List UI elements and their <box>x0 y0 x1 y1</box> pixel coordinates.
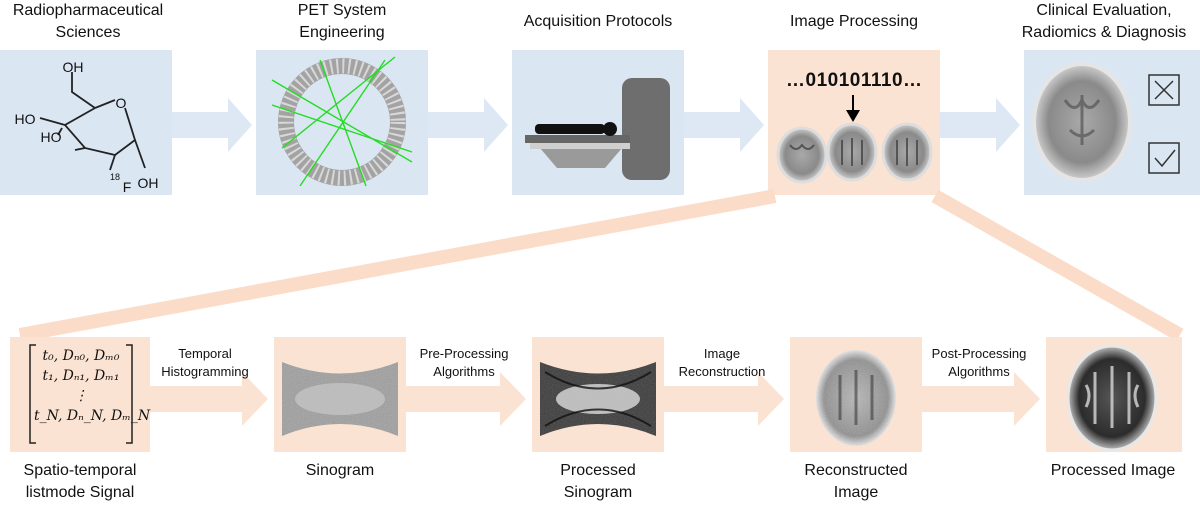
stage-title-clinical: Clinical Evaluation, Radiomics & Diagnos… <box>1021 2 1187 41</box>
top-arrow-4 <box>938 98 1020 152</box>
arrow-label-image-reconstruction: Image Reconstruction <box>678 346 766 379</box>
arrow-label-post-processing: Post-Processing Algorithms <box>931 346 1027 379</box>
clinical-icons <box>1032 62 1180 182</box>
stage-title-sinogram: Sinogram <box>305 462 375 479</box>
arrow-label-temporal-histogramming: Temporal Histogramming <box>161 346 249 379</box>
molecule-f18-mass: 18 <box>109 172 120 182</box>
accept-box-icon <box>1148 142 1180 174</box>
molecule-oh-top: OH <box>62 59 84 75</box>
fdg-molecule-icon <box>39 72 146 171</box>
matrix-row-ellipsis: ⋮ <box>74 388 88 404</box>
image-processing-icons <box>776 95 933 184</box>
bottom-arrow-2 <box>404 372 526 426</box>
panel-radiopharma <box>0 50 172 195</box>
stage-title-reconstructed: Reconstructed Image <box>804 462 908 501</box>
processed-sinogram-image <box>540 362 656 436</box>
arrow-label-pre-processing: Pre-Processing Algorithms <box>419 346 509 379</box>
processed-brain-image <box>1066 344 1158 452</box>
matrix-row-0: t₀, Dₙ₀, Dₘ₀ <box>42 348 120 364</box>
pet-ring-icon <box>271 56 413 187</box>
reject-box-icon <box>1148 74 1180 106</box>
reconstructed-brain-image <box>816 350 896 446</box>
binary-bits-text: …010101110… <box>786 70 923 91</box>
stage-title-pet-system: PET System Engineering <box>297 2 387 41</box>
matrix-row-1: t₁, Dₙ₁, Dₘ₁ <box>42 368 120 384</box>
bottom-arrow-3 <box>662 372 784 426</box>
matrix-brackets <box>29 344 133 444</box>
molecule-ho-left: HO <box>14 111 36 127</box>
zoom-wedge <box>18 189 1184 342</box>
top-arrows <box>170 98 1020 152</box>
top-arrow-2 <box>426 98 508 152</box>
molecule-oh-bottom: OH <box>137 175 159 191</box>
matrix-row-n: t_N, Dₙ_N, Dₘ_N <box>34 408 151 424</box>
top-arrow-1 <box>170 98 252 152</box>
panel-listmode <box>10 337 150 452</box>
stage-title-acquisition: Acquisition Protocols <box>523 13 673 30</box>
bottom-arrow-4 <box>918 372 1040 426</box>
stage-title-listmode: Spatio-temporal listmode Signal <box>23 462 137 501</box>
molecule-ho-mid: HO <box>40 129 62 145</box>
top-arrow-3 <box>682 98 764 152</box>
bottom-arrows <box>150 372 1040 426</box>
stage-title-radiopharma: Radiopharmaceutical Sciences <box>12 2 164 41</box>
bottom-arrow-1 <box>150 372 268 426</box>
stage-title-image-processing: Image Processing <box>789 13 919 30</box>
molecule-ring-oxygen: O <box>115 95 127 111</box>
stage-title-processed-sinogram: Processed Sinogram <box>560 462 636 501</box>
stage-title-processed-image: Processed Image <box>1050 462 1176 479</box>
sinogram-image <box>282 362 398 436</box>
pet-scanner-icon <box>525 78 670 180</box>
molecule-fluorine: F <box>122 179 132 195</box>
listmode-matrix: t₀, Dₙ₀, Dₘ₀ t₁, Dₙ₁, Dₘ₁ ⋮ t_N, Dₙ_N, D… <box>34 346 151 426</box>
